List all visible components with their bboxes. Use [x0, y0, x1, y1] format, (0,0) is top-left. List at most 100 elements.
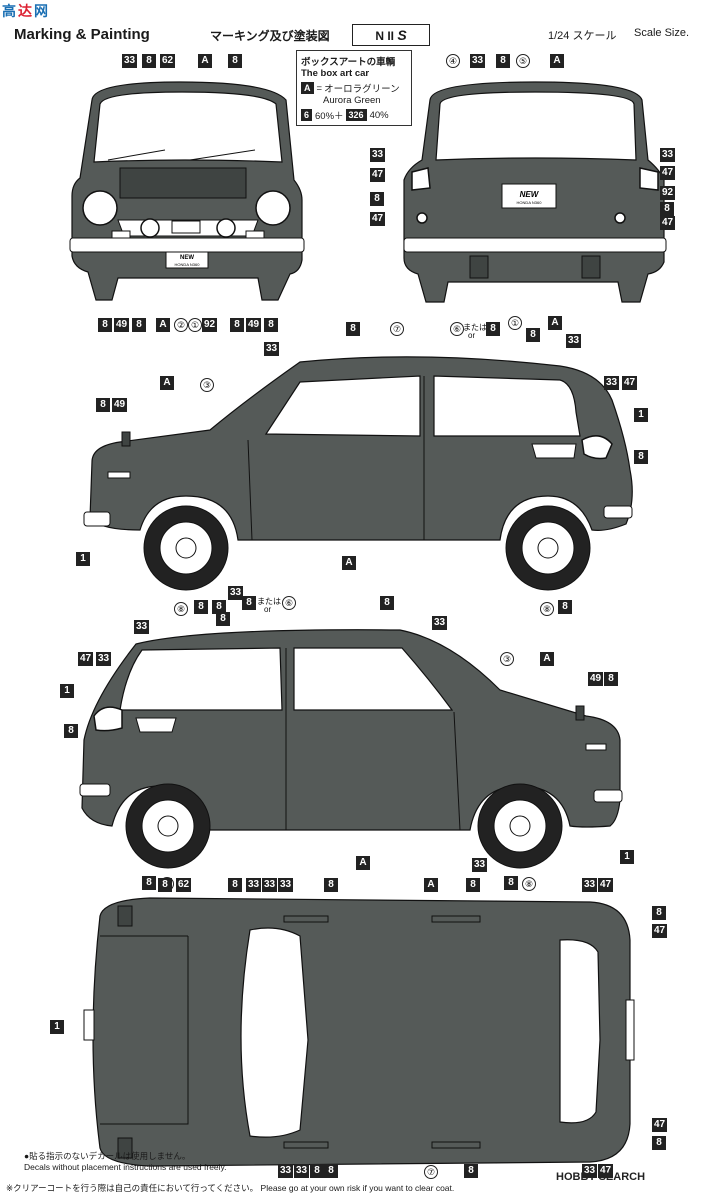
- callout-6: ⑥: [450, 322, 464, 336]
- callout-92b: 92: [202, 318, 218, 332]
- legend-mix-pct-1: 60%＋: [315, 111, 344, 122]
- callout-1g: 1: [50, 1020, 64, 1034]
- callout-5: ⑤: [516, 54, 530, 68]
- callout-8x: 8: [64, 724, 78, 738]
- callout-92: 92: [660, 186, 676, 200]
- callout-4: ④: [446, 54, 460, 68]
- callout-a9: A: [424, 878, 438, 892]
- callout-47c: 47: [660, 166, 676, 180]
- legend-mix-code-2: 326: [345, 109, 367, 121]
- note-mata-2: または: [257, 597, 281, 606]
- callout-8f: 8: [98, 318, 112, 332]
- callout-8p: 8: [194, 600, 208, 614]
- callout-33g: 33: [604, 376, 620, 390]
- callout-6b: ⑥: [282, 596, 296, 610]
- callout-8c: 8: [496, 54, 510, 68]
- callout-33p: 33: [582, 878, 598, 892]
- side-view-2: [79, 629, 623, 869]
- callout-1b: ①: [508, 316, 522, 330]
- footnote-ja: ●貼る指示のないデカールは使用しません。: [24, 1151, 191, 1161]
- callout-a: A: [198, 54, 212, 68]
- callout-1e: 1: [60, 684, 74, 698]
- legend-mix-pct-2: 40%: [369, 109, 389, 121]
- legend-color-ja: オーロラグリーン: [324, 84, 400, 95]
- callout-33n: 33: [262, 878, 278, 892]
- callout-49c: 49: [112, 398, 128, 412]
- page-title: Marking & Painting: [14, 26, 150, 43]
- callout-8ac: 8: [158, 878, 172, 892]
- callout-33j: 33: [432, 616, 448, 630]
- callout-a5: A: [160, 376, 174, 390]
- svg-text:高: 高: [2, 3, 16, 20]
- callout-33b: 33: [470, 54, 486, 68]
- svg-text:达: 达: [18, 3, 32, 20]
- model-badge: N II S: [352, 24, 430, 46]
- callout-33k: 33: [96, 652, 112, 666]
- callout-a2: A: [550, 54, 564, 68]
- callout-8w: 8: [604, 672, 618, 686]
- callout-8d: 8: [370, 192, 384, 206]
- color-legend: ボックスアートの車輌 The box art car A = オーロラグリーン …: [296, 50, 412, 126]
- callout-47b: 47: [370, 212, 386, 226]
- callout-8q: 8: [212, 600, 226, 614]
- callout-8ab-circ: ⑧: [522, 877, 536, 891]
- rear-new-decal: NEW: [520, 190, 540, 199]
- scale-ja: 1/24 スケール: [548, 30, 617, 42]
- callout-33d: 33: [660, 148, 676, 162]
- legend-heading-en: The box art car: [301, 68, 370, 79]
- callout-8ak: 8: [464, 1164, 478, 1178]
- callout-33r: 33: [294, 1164, 310, 1178]
- callout-1f: 1: [620, 850, 634, 864]
- callout-33h: 33: [228, 586, 244, 600]
- callout-8l: 8: [526, 328, 540, 342]
- front-view: NEW HONDA N360: [69, 81, 305, 301]
- rear-honda-decal: HONDA N360: [517, 200, 543, 205]
- callout-a8: A: [356, 856, 370, 870]
- callout-7: ⑦: [390, 322, 404, 336]
- callout-8n: 8: [634, 450, 648, 464]
- callout-47e: 47: [622, 376, 638, 390]
- rear-view: NEW HONDA N360: [403, 81, 667, 303]
- callout-62: 62: [160, 54, 176, 68]
- callout-8e: 8: [660, 202, 674, 216]
- callout-8k: 8: [486, 322, 500, 336]
- side-view-1: [83, 356, 633, 591]
- callout-33: 33: [122, 54, 138, 68]
- callout-3: ③: [200, 378, 214, 392]
- callout-3b: ③: [500, 652, 514, 666]
- legend-mix-code-1: 6: [301, 109, 313, 121]
- callout-8y: 8: [142, 876, 156, 890]
- callout-8b: 8: [228, 54, 242, 68]
- callout-7b: ⑦: [424, 1165, 438, 1179]
- callout-33e: 33: [566, 334, 582, 348]
- callout-33f: 33: [264, 342, 280, 356]
- callout-33l: 33: [472, 858, 488, 872]
- callout-8i: 8: [264, 318, 278, 332]
- callout-8o-circ: ⑧: [174, 602, 188, 616]
- note-or-1: or: [468, 331, 476, 340]
- callout-47f: 47: [78, 652, 94, 666]
- svg-text:网: 网: [34, 4, 48, 20]
- callout-33c: 33: [370, 148, 386, 162]
- callout-8ah: 8: [652, 1136, 666, 1150]
- callout-47: 47: [370, 168, 386, 182]
- callout-8: 8: [142, 54, 156, 68]
- scale-en: Scale Size.: [634, 27, 690, 39]
- front-honda-decal: HONDA N360: [175, 262, 201, 267]
- callout-1d: 1: [76, 552, 90, 566]
- callout-8v: 8: [216, 612, 230, 626]
- callout-1: ①: [188, 318, 202, 332]
- legend-color-code: A: [301, 82, 314, 94]
- callout-49b: 49: [246, 318, 262, 332]
- callout-8h: 8: [230, 318, 244, 332]
- callout-8u: 8: [380, 596, 394, 610]
- callout-8g: 8: [132, 318, 146, 332]
- callout-a6: A: [342, 556, 356, 570]
- callout-8af: 8: [466, 878, 480, 892]
- callout-8ad: 8: [228, 878, 242, 892]
- callout-62b: 62: [176, 878, 192, 892]
- legend-color-en: Aurora Green: [323, 95, 381, 106]
- site-logo: 高达网: [0, 0, 70, 22]
- front-new-decal: NEW: [180, 255, 194, 261]
